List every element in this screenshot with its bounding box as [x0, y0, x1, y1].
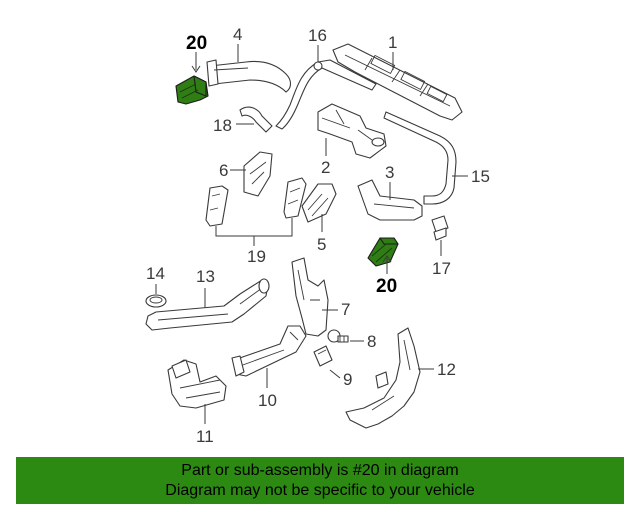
callout-13: 13 [196, 267, 215, 308]
svg-text:3: 3 [385, 163, 394, 182]
callout-19: 19 [215, 218, 293, 266]
svg-text:6: 6 [219, 161, 228, 180]
svg-text:9: 9 [343, 370, 352, 389]
callout-11: 11 [196, 404, 214, 446]
parts-diagram: 1 16 4 20 18 [145, 25, 490, 446]
part-15-side-duct[interactable] [383, 111, 457, 205]
part-6-bracket[interactable] [243, 151, 273, 197]
callout-9: 9 [329, 369, 352, 389]
svg-text:13: 13 [196, 267, 215, 286]
svg-text:19: 19 [247, 247, 266, 266]
svg-text:20: 20 [186, 33, 207, 54]
banner-line-1: Part or sub-assembly is #20 in diagram [181, 462, 459, 479]
part-14-grommet[interactable] [145, 294, 167, 308]
svg-text:1: 1 [388, 33, 397, 52]
callout-5: 5 [317, 214, 326, 254]
part-13-floor-duct[interactable] [145, 278, 270, 331]
svg-text:12: 12 [437, 360, 456, 379]
svg-text:14: 14 [146, 264, 165, 283]
part-9-pad[interactable] [313, 345, 333, 367]
callout-1: 1 [388, 33, 397, 70]
part-2-center-duct[interactable] [317, 103, 387, 159]
callout-7: 7 [322, 300, 350, 319]
part-7-vertical-duct[interactable] [291, 257, 329, 337]
svg-text:15: 15 [471, 167, 490, 186]
part-1-upper-duct[interactable] [332, 43, 463, 121]
part-11-lower-duct[interactable] [167, 359, 227, 409]
svg-text:10: 10 [258, 391, 277, 410]
svg-text:8: 8 [367, 332, 376, 351]
banner-line-2: Diagram may not be specific to your vehi… [165, 482, 475, 499]
callout-4: 4 [233, 25, 242, 62]
part-20-lower-highlighted[interactable] [367, 237, 399, 267]
callout-15: 15 [452, 167, 490, 186]
part-4-duct[interactable] [206, 59, 292, 93]
part-19-vent-pieces[interactable] [205, 177, 307, 227]
callout-6: 6 [219, 161, 246, 180]
info-banner: Part or sub-assembly is #20 in diagram D… [16, 457, 624, 504]
svg-text:4: 4 [233, 25, 242, 44]
part-10-floor-duct[interactable] [231, 325, 307, 377]
callout-8: 8 [350, 332, 376, 351]
callout-16: 16 [308, 26, 327, 62]
part-12-side-duct[interactable] [345, 327, 421, 429]
part-20-upper-highlighted[interactable] [175, 75, 209, 105]
svg-text:17: 17 [432, 259, 451, 278]
callout-14: 14 [146, 264, 165, 294]
callout-20-lower: 20 [376, 255, 397, 297]
callout-20-upper: 20 [186, 33, 207, 73]
part-8-clip[interactable] [327, 329, 349, 343]
part-18-hose[interactable] [239, 106, 273, 133]
callout-18: 18 [213, 116, 254, 135]
callout-12: 12 [418, 360, 456, 379]
svg-text:7: 7 [341, 300, 350, 319]
part-17-clip[interactable] [431, 215, 449, 241]
svg-text:11: 11 [196, 427, 214, 446]
svg-text:18: 18 [213, 116, 232, 135]
part-16-curved-tube[interactable] [275, 59, 377, 130]
callout-2: 2 [321, 138, 330, 177]
svg-text:2: 2 [321, 158, 330, 177]
callout-3: 3 [385, 163, 394, 200]
svg-text:16: 16 [308, 26, 327, 45]
svg-text:20: 20 [376, 276, 397, 297]
svg-text:5: 5 [317, 235, 326, 254]
callout-10: 10 [258, 368, 277, 410]
callout-17: 17 [432, 240, 451, 278]
part-5-vent[interactable] [301, 183, 337, 223]
